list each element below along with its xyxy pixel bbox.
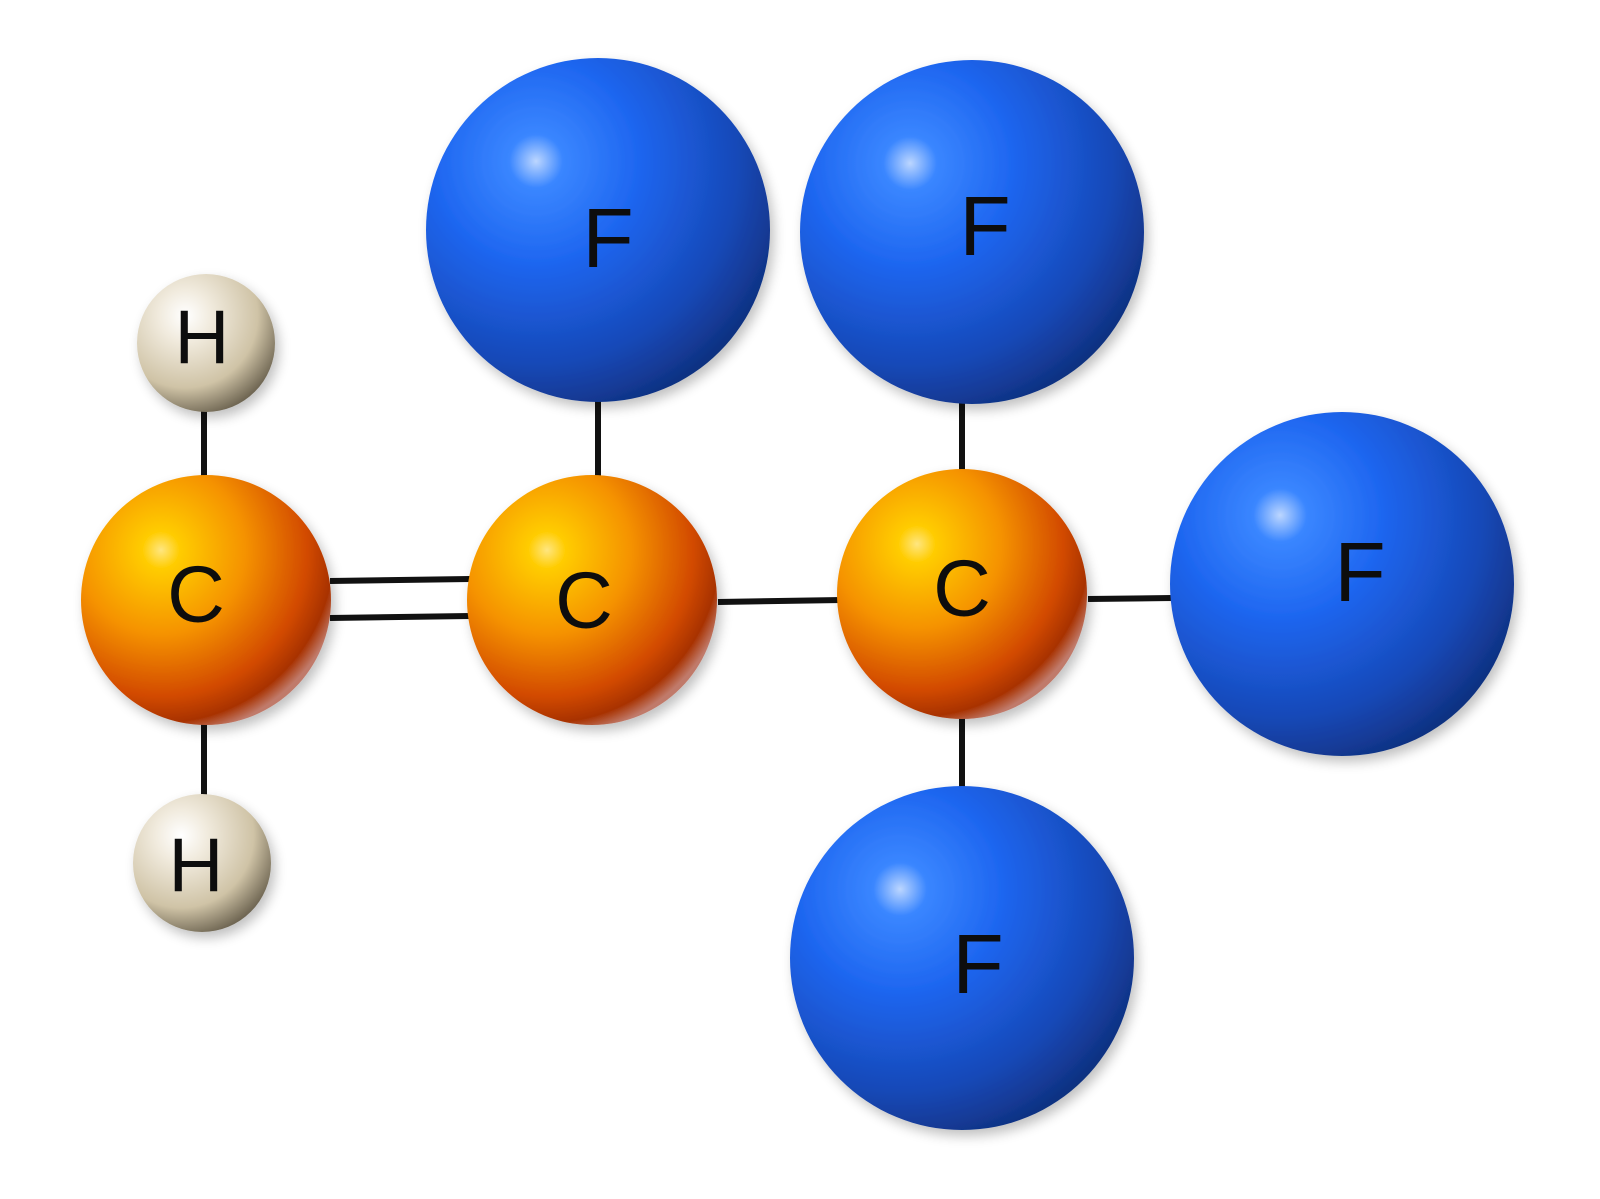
- atom-h1: H: [137, 274, 275, 412]
- atom-f2: F: [800, 60, 1144, 404]
- bond-c1-c2-b: [329, 613, 471, 621]
- atom-c3: C: [837, 469, 1087, 719]
- atom-c1-label: C: [167, 550, 225, 639]
- atom-c2: C: [467, 475, 717, 725]
- atom-f2-label: F: [959, 179, 1010, 273]
- atom-c1: C: [81, 475, 331, 725]
- bonds-layer: [201, 398, 1173, 797]
- atom-f1: F: [426, 58, 770, 402]
- atom-h2-label: H: [169, 824, 224, 909]
- atom-f4: F: [790, 786, 1134, 1130]
- atom-c3-label: C: [933, 544, 991, 633]
- atom-c2-label: C: [555, 556, 613, 645]
- atom-h1-label: H: [175, 296, 230, 381]
- bond-c1-c2-a: [329, 576, 471, 584]
- bond-c2-c3: [717, 597, 843, 605]
- atom-f4-label: F: [952, 917, 1003, 1011]
- bond-c3-f3: [1087, 595, 1173, 602]
- atom-f3: F: [1170, 412, 1514, 756]
- atom-f1-label: F: [582, 191, 633, 285]
- atom-f3-label: F: [1334, 525, 1385, 619]
- atom-h2: H: [133, 794, 271, 932]
